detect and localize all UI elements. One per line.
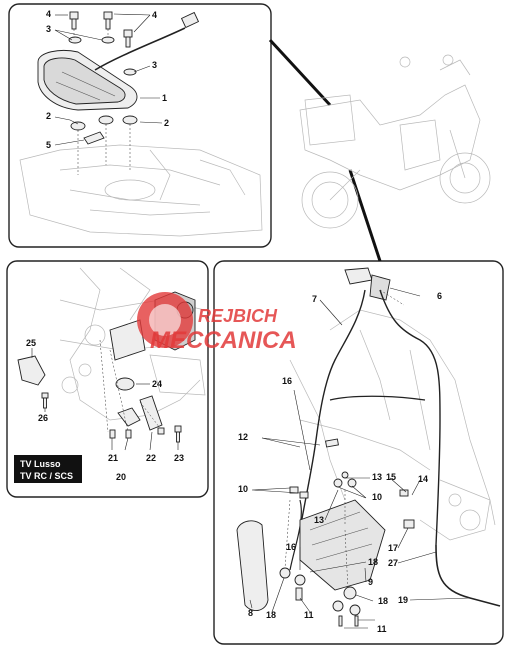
tail-light-panel (8, 3, 272, 248)
callout-21: 21 (108, 453, 118, 463)
callout-24: 24 (152, 379, 162, 389)
callout-12: 12 (238, 432, 248, 442)
callout-20: 20 (116, 472, 126, 482)
callout-18: 18 (378, 596, 388, 606)
clip-24 (115, 377, 135, 391)
callout-2: 2 (164, 118, 169, 128)
callout-16: 16 (282, 376, 292, 386)
motorcycle-thumbnail (299, 54, 491, 229)
callout-26: 26 (38, 413, 48, 423)
callout-13: 13 (372, 472, 382, 482)
callout-8: 8 (248, 608, 253, 618)
callout-5: 5 (46, 140, 51, 150)
callout-15: 15 (386, 472, 396, 482)
callout-16: 16 (286, 542, 296, 552)
callout-10: 10 (238, 484, 248, 494)
callouts: 1 2 2 3 3 4 4 5 25 24 26 21 20 22 23 6 7… (26, 9, 442, 634)
callout-25: 25 (26, 338, 36, 348)
panel-connector-line (348, 169, 382, 262)
watermark: REJBICH MECCANICA (137, 292, 297, 354)
callout-7: 7 (312, 294, 317, 304)
variant-label-line1: TV Lusso (20, 459, 61, 469)
tail-light-cable (94, 11, 200, 71)
callout-6: 6 (437, 291, 442, 301)
side-reflector (236, 520, 269, 611)
callout-13: 13 (314, 515, 324, 525)
rear-frame-ghost (19, 144, 263, 237)
callout-4: 4 (46, 9, 51, 19)
callout-1: 1 (162, 93, 167, 103)
callout-27: 27 (388, 558, 398, 568)
support-plate (83, 131, 105, 145)
callout-11: 11 (377, 624, 387, 634)
callout-18: 18 (266, 610, 276, 620)
mounting-screws (69, 11, 133, 48)
bracket-dashed-guides (99, 339, 161, 433)
callout-19: 19 (398, 595, 408, 605)
callout-10: 10 (372, 492, 382, 502)
leader-lines (31, 13, 471, 629)
svg-text:MECCANICA: MECCANICA (150, 327, 297, 354)
callout-11: 11 (304, 610, 314, 620)
callout-2: 2 (46, 111, 51, 121)
callout-17: 17 (388, 543, 398, 553)
rubber-grommets (68, 36, 138, 131)
panel-connector-line (268, 38, 332, 107)
svg-text:REJBICH: REJBICH (198, 306, 278, 326)
callout-4: 4 (152, 10, 157, 20)
bracket-kit (109, 395, 182, 443)
callout-14: 14 (418, 474, 428, 484)
callout-9: 9 (368, 577, 373, 587)
callout-3: 3 (152, 60, 157, 70)
callout-23: 23 (174, 453, 184, 463)
callout-3: 3 (46, 24, 51, 34)
license-plate-bracket (299, 499, 386, 591)
variant-badge (14, 455, 82, 483)
top-dashed-guides (73, 29, 131, 175)
callout-22: 22 (146, 453, 156, 463)
screws-and-nuts (279, 489, 415, 627)
variant-label-line2: TV RC / SCS (20, 471, 73, 481)
harness-dashed-guides (284, 289, 405, 591)
tail-light-unit (37, 50, 138, 111)
top-connector-bracket (344, 267, 391, 301)
callout-18: 18 (368, 557, 378, 567)
cable-ties (289, 438, 357, 499)
